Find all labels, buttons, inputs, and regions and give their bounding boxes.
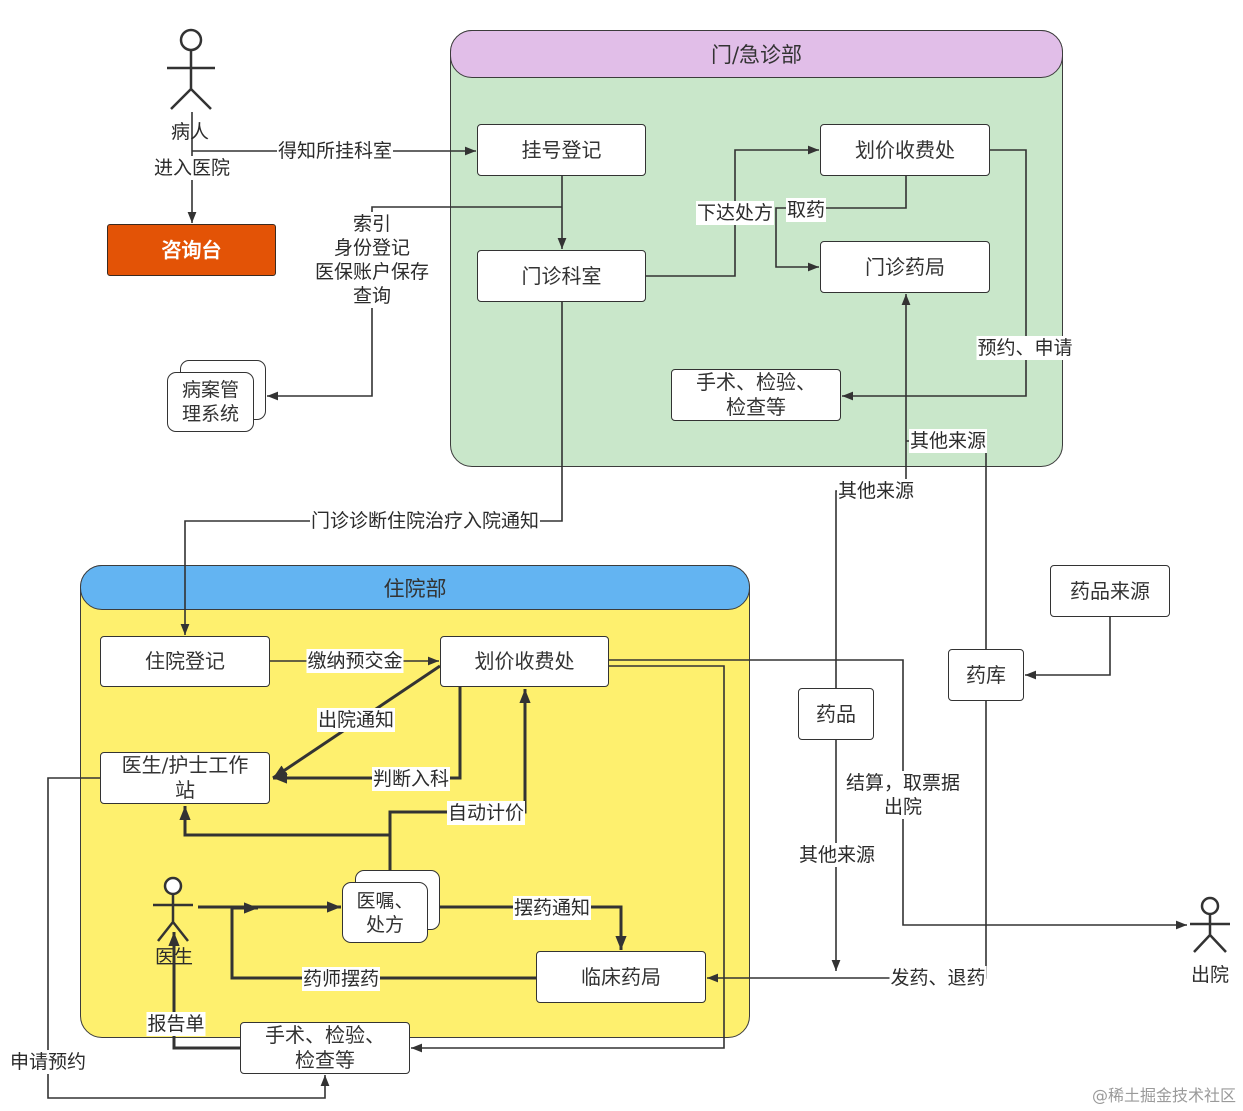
dispensing-notice-arrow <box>440 905 627 950</box>
records-note-line: 医保账户保存 <box>314 261 429 283</box>
discharge-label: 出院 <box>1190 964 1230 986</box>
warehouse-node: 药库 <box>948 649 1024 701</box>
records-note-label: 索引 身份登记 医保账户保存 查询 <box>312 212 432 308</box>
inpatient-billing-label: 划价收费处 <box>474 649 575 673</box>
drug-source-to-warehouse-arrow <box>1025 617 1111 680</box>
billing-to-outpatient-pharmacy-arrow <box>775 176 907 272</box>
outpatient-procedures-label-line: 手术、检验、 <box>696 370 816 394</box>
consult-desk-node: 咨询台 <box>107 224 276 276</box>
report-arrow <box>168 932 240 1050</box>
admission-node: 住院登记 <box>100 636 270 687</box>
workstation-label-line: 医生/护士工作 <box>121 753 249 777</box>
watermark: @稀土掘金技术社区 <box>1091 1086 1236 1105</box>
warehouse-to-outpatient-pharmacy-line <box>906 440 987 649</box>
inpatient-procedures-node: 手术、检验、 检查等 <box>240 1022 410 1074</box>
dispensing-notice-label: 摆药通知 <box>512 896 592 920</box>
records-system-label-line: 理系统 <box>181 403 239 425</box>
orders-label-line: 处方 <box>365 913 404 936</box>
report-label: 报告单 <box>146 1012 206 1036</box>
workstation-label-line: 站 <box>175 778 195 802</box>
drugs-node: 药品 <box>798 688 874 740</box>
determine-ward-arrow <box>273 687 462 784</box>
orders-to-workstation-arrow <box>179 806 390 837</box>
clinical-pharmacy-node: 临床药局 <box>536 951 706 1003</box>
records-note-line: 身份登记 <box>333 237 410 259</box>
deposit-label: 缴纳预交金 <box>306 649 404 673</box>
doctor-stick-figure-icon <box>153 876 193 942</box>
settle-label-line: 结算，取票据 <box>845 772 961 794</box>
outpatient-billing-node: 划价收费处 <box>820 124 990 176</box>
outpatient-procedures-label-line: 检查等 <box>726 395 786 419</box>
records-system-node: 病案管 理系统 <box>167 372 254 432</box>
pharmacist-dispensing-arrow <box>230 902 536 980</box>
orders-label-line: 医嘱、 <box>356 889 414 912</box>
doctor-label: 医生 <box>154 946 194 968</box>
dispense-return-label: 发药、退药 <box>889 966 987 990</box>
admission-label: 住院登记 <box>145 649 225 673</box>
determine-ward-label: 判断入科 <box>371 767 451 791</box>
billing-to-inpatient-procedures-arrow <box>411 665 725 1053</box>
consult-desk-label: 咨询台 <box>161 237 222 262</box>
auto-pricing-label: 自动计价 <box>446 801 526 825</box>
records-note-line: 索引 <box>352 213 391 235</box>
other-source-label: 其他来源 <box>836 479 916 503</box>
warehouse-to-clinical-pharmacy-arrow <box>707 701 987 983</box>
records-note-line: 查询 <box>352 285 391 307</box>
outpatient-pharmacy-node: 门诊药局 <box>820 241 990 293</box>
inpatient-swimlane-title: 住院部 <box>80 565 750 610</box>
outpatient-clinic-node: 门诊科室 <box>477 250 646 302</box>
pick-up-drugs-label: 取药 <box>785 198 827 222</box>
know-department-label: 得知所挂科室 <box>276 139 394 163</box>
outpatient-pharmacy-label: 门诊药局 <box>865 254 945 279</box>
outpatient-procedures-node: 手术、检验、 检查等 <box>671 369 841 421</box>
registration-label: 挂号登记 <box>521 137 602 162</box>
settle-discharge-label: 结算，取票据 出院 <box>844 771 962 819</box>
clinical-pharmacy-label: 临床药局 <box>581 964 661 989</box>
outpatient-clinic-label: 门诊科室 <box>521 263 602 288</box>
billing-to-outpatient-procedures-arrow <box>842 149 1027 401</box>
pharmacist-dispensing-label: 药师摆药 <box>301 967 381 991</box>
enter-hospital-label: 进入医院 <box>152 156 232 180</box>
request-appointment-arrow <box>47 777 330 1099</box>
discharge-stick-figure-icon <box>1190 896 1230 953</box>
records-system-label-line: 病案管 <box>181 379 239 401</box>
patient-stick-figure-icon <box>167 28 215 110</box>
request-appointment-label: 申请预约 <box>8 1050 88 1074</box>
other-source-label: 其他来源 <box>908 429 988 453</box>
inpatient-procedures-label-line: 检查等 <box>295 1048 355 1072</box>
patient-label: 病人 <box>170 121 210 143</box>
drug-source-node: 药品来源 <box>1050 565 1170 617</box>
warehouse-label: 药库 <box>966 662 1006 687</box>
drug-source-label: 药品来源 <box>1070 578 1150 603</box>
orders-prescription-node: 医嘱、 处方 <box>342 882 428 943</box>
other-source-label: 其他来源 <box>797 843 877 867</box>
discharge-notice-label: 出院通知 <box>316 708 396 732</box>
admission-notice-label: 门诊诊断住院治疗入院通知 <box>309 509 541 533</box>
clinic-to-admission-arrow <box>180 302 563 635</box>
doctor-nurse-workstation-node: 医生/护士工作 站 <box>100 752 270 804</box>
drugs-label: 药品 <box>816 701 856 726</box>
outpatient-billing-label: 划价收费处 <box>855 137 955 162</box>
registration-node: 挂号登记 <box>477 124 646 176</box>
inpatient-procedures-label-line: 手术、检验、 <box>265 1023 385 1047</box>
appointment-request-label: 预约、申请 <box>976 336 1074 360</box>
settle-label-line: 出院 <box>883 796 923 818</box>
inpatient-billing-node: 划价收费处 <box>440 636 609 687</box>
outpatient-swimlane-title: 门/急诊部 <box>450 30 1063 78</box>
issue-prescription-label: 下达处方 <box>695 201 775 225</box>
